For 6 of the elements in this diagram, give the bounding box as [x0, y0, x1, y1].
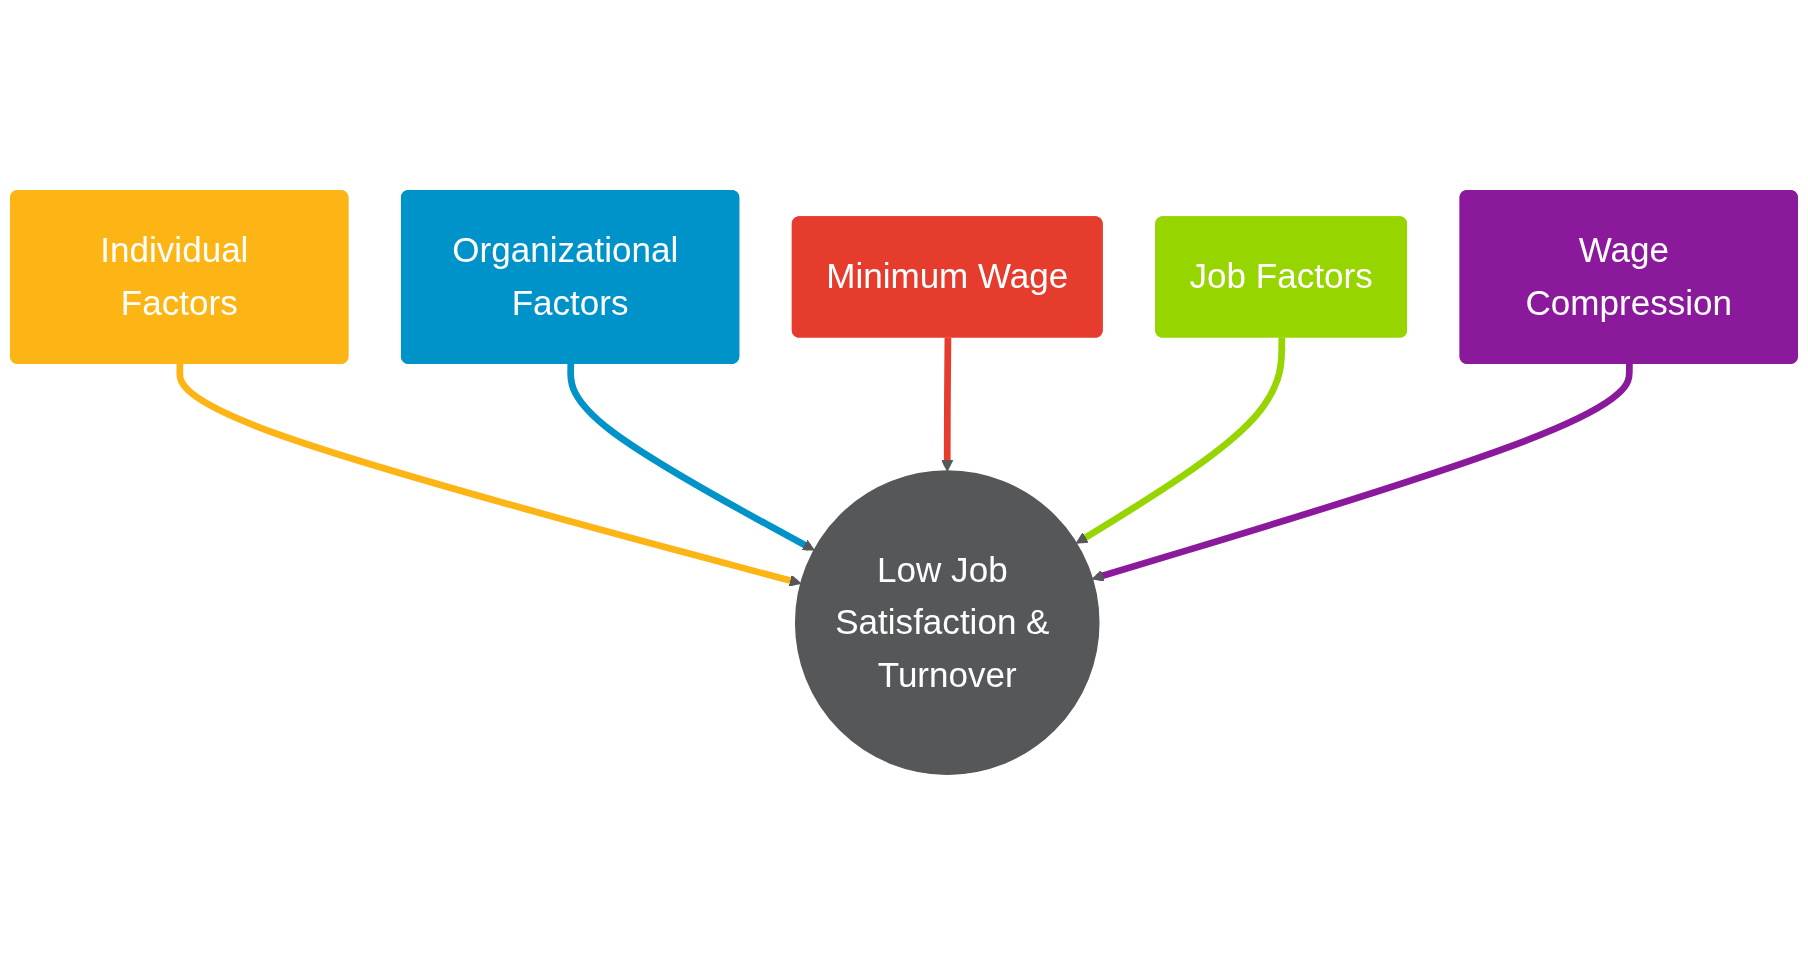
arrow [1075, 337, 1286, 544]
node-circle [794, 470, 1100, 775]
arrow [176, 363, 802, 587]
arrow [941, 337, 954, 472]
arrow [1091, 363, 1633, 582]
arrow [567, 363, 815, 551]
